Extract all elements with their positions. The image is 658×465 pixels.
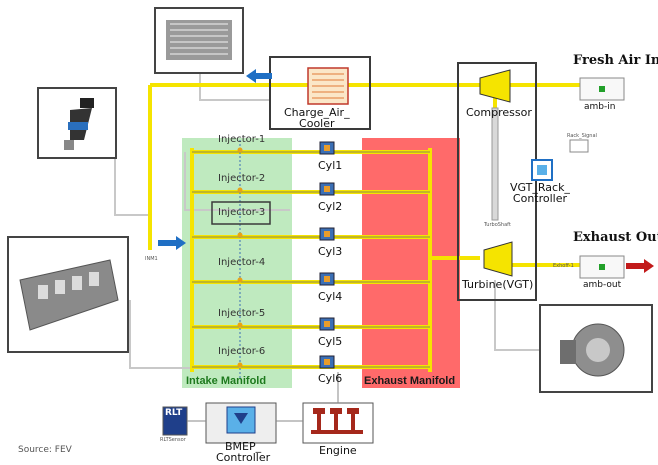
injector-3-highlight [211, 201, 271, 225]
intake-flow-arrow [158, 236, 186, 250]
cyl1-label: Cyl1 [318, 159, 343, 172]
charge-air-cooler-label: Charge_Air_ Cooler [284, 106, 350, 130]
injector-4-label: Injector-4 [218, 257, 266, 268]
injector-nodes [237, 147, 243, 368]
compressor-icon [479, 69, 511, 103]
vgt-rack-controller-label: VGT_Rack_ Controller [510, 181, 570, 205]
cyl5-label: Cyl5 [318, 335, 343, 348]
inm-label: INM1 [145, 256, 158, 262]
amb-out-label: amb-out [583, 280, 622, 290]
engine-label: Engine [319, 444, 357, 457]
compressor-label: Compressor [466, 106, 532, 119]
injector-6-label: Injector-6 [218, 346, 266, 357]
exhaust-out-label: Exhaust Out [573, 230, 658, 245]
cyl3-label: Cyl3 [318, 245, 343, 258]
exhaust-out-arrow [626, 259, 654, 273]
intake-manifold-zone [182, 138, 292, 388]
cooler-icon [307, 67, 349, 105]
rlt-icon [162, 406, 188, 436]
cyl2-label: Cyl2 [318, 200, 343, 213]
rack-signal-icon [569, 139, 589, 153]
injector-5-label: Injector-5 [218, 308, 266, 319]
rlt-sensor-label: RLTSensor [160, 437, 186, 443]
cyl4-label: Cyl4 [318, 290, 343, 303]
injector-2-label: Injector-2 [218, 173, 266, 184]
injector-photo [37, 87, 117, 159]
rack-signal-label: Rack_Signal [567, 133, 597, 139]
turbocharger-box [457, 62, 537, 301]
turbo-shaft-label: TurboShaft [484, 222, 511, 228]
manifold-photo [7, 236, 129, 353]
cyl6-label: Cyl6 [318, 372, 343, 385]
turbocharger-photo [539, 304, 653, 393]
exhoff-label: Exhoff-1 [553, 263, 574, 269]
rlt-label: RLT [165, 408, 183, 418]
cylinder-icons [319, 141, 335, 369]
exhaust-manifold-label: Exhaust Manifold [364, 375, 456, 387]
engine-icon [311, 408, 363, 434]
intercooler-photo [154, 7, 244, 74]
cooler-flow-arrow [246, 69, 272, 83]
amb-in-label: amb-in [584, 102, 616, 112]
intake-manifold-label: Intake Manifold [186, 375, 267, 387]
injector-3-label: Injector-3 [218, 207, 266, 218]
bmep-controller-label: BMEP_ Controller [216, 440, 271, 464]
turbo-shaft [491, 107, 499, 221]
turbine-icon [483, 241, 513, 277]
exhaust-manifold-zone [362, 138, 460, 388]
injector-1-label: Injector-1 [218, 134, 266, 145]
source-label: Source: FEV [18, 445, 72, 455]
turbine-label: Turbine(VGT) [462, 278, 534, 291]
fresh-air-in-label: Fresh Air In [573, 53, 658, 68]
charge-air-cooler-box [269, 56, 371, 130]
